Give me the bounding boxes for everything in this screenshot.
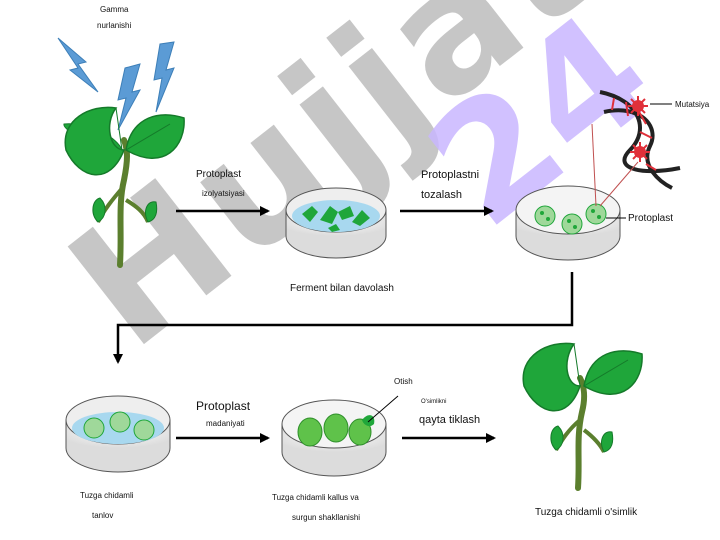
plant-icon: [63, 106, 185, 268]
label-final: Tuzga chidamli o'simlik: [535, 507, 638, 518]
dna-icon: [599, 90, 681, 190]
label-gamma-2: nurlanishi: [97, 21, 132, 30]
label-step1-1: Protoplast: [196, 169, 242, 180]
label-step1-2: izolyatsiyasi: [202, 189, 245, 198]
label-callus-2: surgun shakllanishi: [292, 513, 361, 522]
petri-dish-icon: [281, 399, 387, 477]
label-callus-1: Tuzga chidamli kallus va: [272, 493, 359, 502]
label-step2-2: tozalash: [421, 189, 462, 201]
label-regen-2: qayta tiklash: [419, 414, 481, 426]
label-selection-2: tanlov: [92, 511, 114, 520]
lightning-icon: [57, 37, 175, 131]
label-protoplast: Protoplast: [628, 213, 674, 224]
label-shoot: Otish: [394, 377, 413, 386]
label-enzyme: Ferment bilan davolash: [290, 283, 394, 294]
label-selection-1: Tuzga chidamli: [80, 491, 134, 500]
label-gamma-1: Gamma: [100, 5, 129, 14]
label-step3-1: Protoplast: [196, 399, 251, 413]
plant-icon: [522, 342, 643, 491]
label-mutation: Mutatsiya: [675, 100, 710, 109]
petri-dish-icon: [285, 187, 387, 259]
petri-dish-icon: [65, 395, 171, 473]
label-step3-2: madaniyati: [206, 419, 245, 428]
petri-dish-icon: [515, 185, 621, 261]
label-step2-1: Protoplastni: [421, 169, 480, 181]
label-regen-1: O'simlikni: [421, 399, 447, 405]
